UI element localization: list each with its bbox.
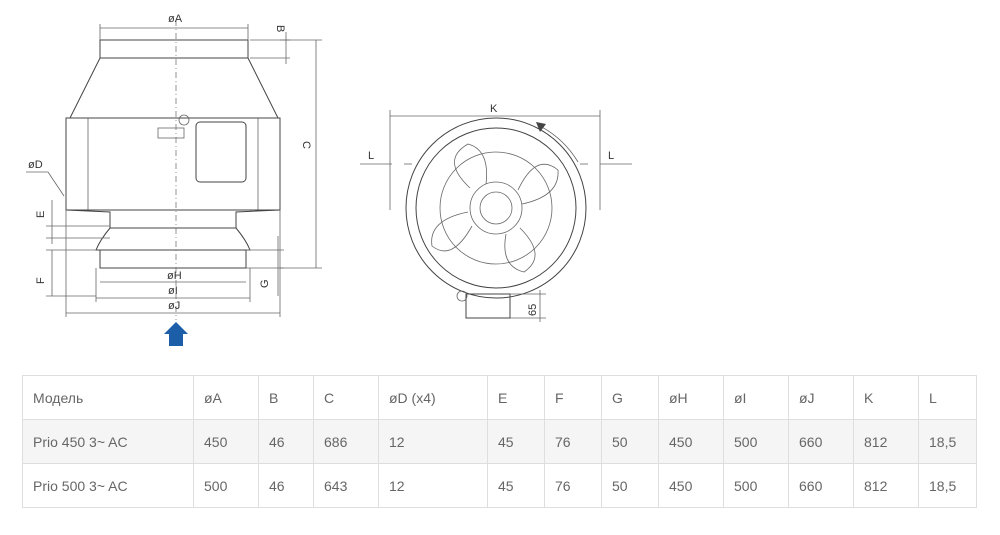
front-view: øA B C øD E F G øH øI xyxy=(26,13,322,346)
header-c: C xyxy=(313,375,379,420)
cell-i: 500 xyxy=(723,419,789,464)
header-f: F xyxy=(544,375,602,420)
header-l: L xyxy=(918,375,977,420)
specs-table: Модель øA B C øD (x4) E F G øH øI øJ K L… xyxy=(22,375,977,508)
label-j: øJ xyxy=(168,300,180,312)
header-h: øH xyxy=(658,375,724,420)
cell-c: 686 xyxy=(313,419,379,464)
blade xyxy=(504,227,536,273)
header-k: K xyxy=(853,375,919,420)
cell-e: 45 xyxy=(487,419,545,464)
label-g: G xyxy=(259,279,271,288)
blade xyxy=(517,163,559,205)
cell-d: 12 xyxy=(378,419,488,464)
label-h: øH xyxy=(167,270,182,282)
cell-f: 76 xyxy=(544,463,602,508)
blade xyxy=(431,211,473,252)
cell-j: 660 xyxy=(788,419,854,464)
hood xyxy=(69,57,279,119)
junction-box xyxy=(195,121,247,183)
top-cap xyxy=(99,39,249,59)
base xyxy=(65,209,281,229)
housing xyxy=(65,117,281,211)
cell-c: 643 xyxy=(313,463,379,508)
label-f: F xyxy=(35,277,47,284)
header-b: B xyxy=(258,375,314,420)
header-model: Модель xyxy=(22,375,194,420)
header-a: øA xyxy=(193,375,259,420)
cable-box xyxy=(465,293,511,319)
label-65: 65 xyxy=(527,304,539,316)
cell-e: 45 xyxy=(487,463,545,508)
motor-hub xyxy=(469,181,523,235)
cell-h: 450 xyxy=(658,463,724,508)
table-row: Prio 450 3~ AC 450 46 686 12 45 76 50 45… xyxy=(22,419,977,464)
header-i: øI xyxy=(723,375,789,420)
cell-i: 500 xyxy=(723,463,789,508)
cell-g: 50 xyxy=(601,463,659,508)
cell-a: 500 xyxy=(193,463,259,508)
cell-k: 812 xyxy=(853,419,919,464)
cell-j: 660 xyxy=(788,463,854,508)
blade xyxy=(454,143,487,189)
cell-k: 812 xyxy=(853,463,919,508)
inlet-ring xyxy=(99,249,247,269)
table-row: Prio 500 3~ AC 500 46 643 12 45 76 50 45… xyxy=(22,463,977,508)
cell-model: Prio 450 3~ AC xyxy=(22,419,194,464)
label-e: E xyxy=(35,211,47,218)
cell-a: 450 xyxy=(193,419,259,464)
technical-drawing: øA B C øD E F G øH øI xyxy=(26,13,632,346)
cell-d: 12 xyxy=(378,463,488,508)
table-header-row: Модель øA B C øD (x4) E F G øH øI øJ K L xyxy=(22,375,977,420)
cell-b: 46 xyxy=(258,463,314,508)
cell-l: 18,5 xyxy=(918,463,977,508)
top-view: K L L 65 xyxy=(360,103,632,322)
airflow-arrow-icon xyxy=(164,322,188,346)
cell-l: 18,5 xyxy=(918,419,977,464)
label-c: C xyxy=(300,141,312,149)
label-d: øD xyxy=(28,159,43,171)
label-i: øI xyxy=(168,285,178,297)
header-e: E xyxy=(487,375,545,420)
label-l-right: L xyxy=(608,150,614,162)
label-a: øA xyxy=(168,13,183,25)
label-b: B xyxy=(274,25,286,32)
outer-ring xyxy=(405,117,587,299)
cell-b: 46 xyxy=(258,419,314,464)
cell-h: 450 xyxy=(658,419,724,464)
cell-f: 76 xyxy=(544,419,602,464)
header-d: øD (x4) xyxy=(378,375,488,420)
cell-model: Prio 500 3~ AC xyxy=(22,463,194,508)
label-k: K xyxy=(490,103,498,115)
header-j: øJ xyxy=(788,375,854,420)
label-l-left: L xyxy=(368,150,374,162)
cell-g: 50 xyxy=(601,419,659,464)
header-g: G xyxy=(601,375,659,420)
